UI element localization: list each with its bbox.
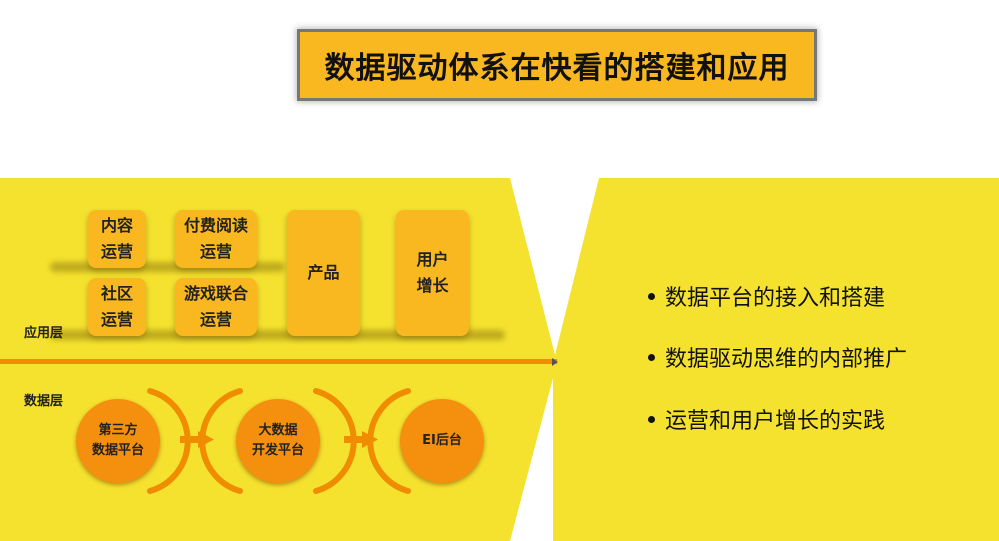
bullet-item: 运营和用户增长的实践: [648, 403, 885, 435]
user-growth-box: 用户增长: [396, 210, 469, 336]
content-ops-box: 内容运营: [88, 210, 146, 268]
paid-reading-ops-box: 付费阅读运营: [175, 210, 257, 268]
ei-backend-node: EI后台: [400, 399, 484, 483]
bullet-dot-icon: [648, 415, 655, 423]
game-joint-ops-box: 游戏联合运营: [175, 278, 257, 336]
application-layer-label: 应用层: [24, 326, 64, 341]
bullet-item: 数据驱动思维的内部推广: [648, 341, 907, 373]
bullet-item: 数据平台的接入和搭建: [648, 280, 885, 312]
product-box: 产品: [287, 210, 360, 336]
bullet-dot-icon: [648, 292, 655, 300]
layer-divider: [0, 359, 557, 364]
summary-panel: [553, 178, 999, 541]
box-row-shadow: [50, 262, 285, 272]
bullet-dot-icon: [648, 353, 655, 361]
data-layer-label: 数据层: [24, 394, 64, 409]
big-data-dev-platform-node: 大数据开发平台: [236, 399, 320, 483]
third-party-data-platform-node: 第三方数据平台: [76, 399, 160, 483]
box-row-shadow: [50, 330, 505, 340]
page-title: 数据驱动体系在快看的搭建和应用: [300, 32, 814, 98]
community-ops-box: 社区运营: [88, 278, 146, 336]
divider-tip: [552, 358, 558, 366]
